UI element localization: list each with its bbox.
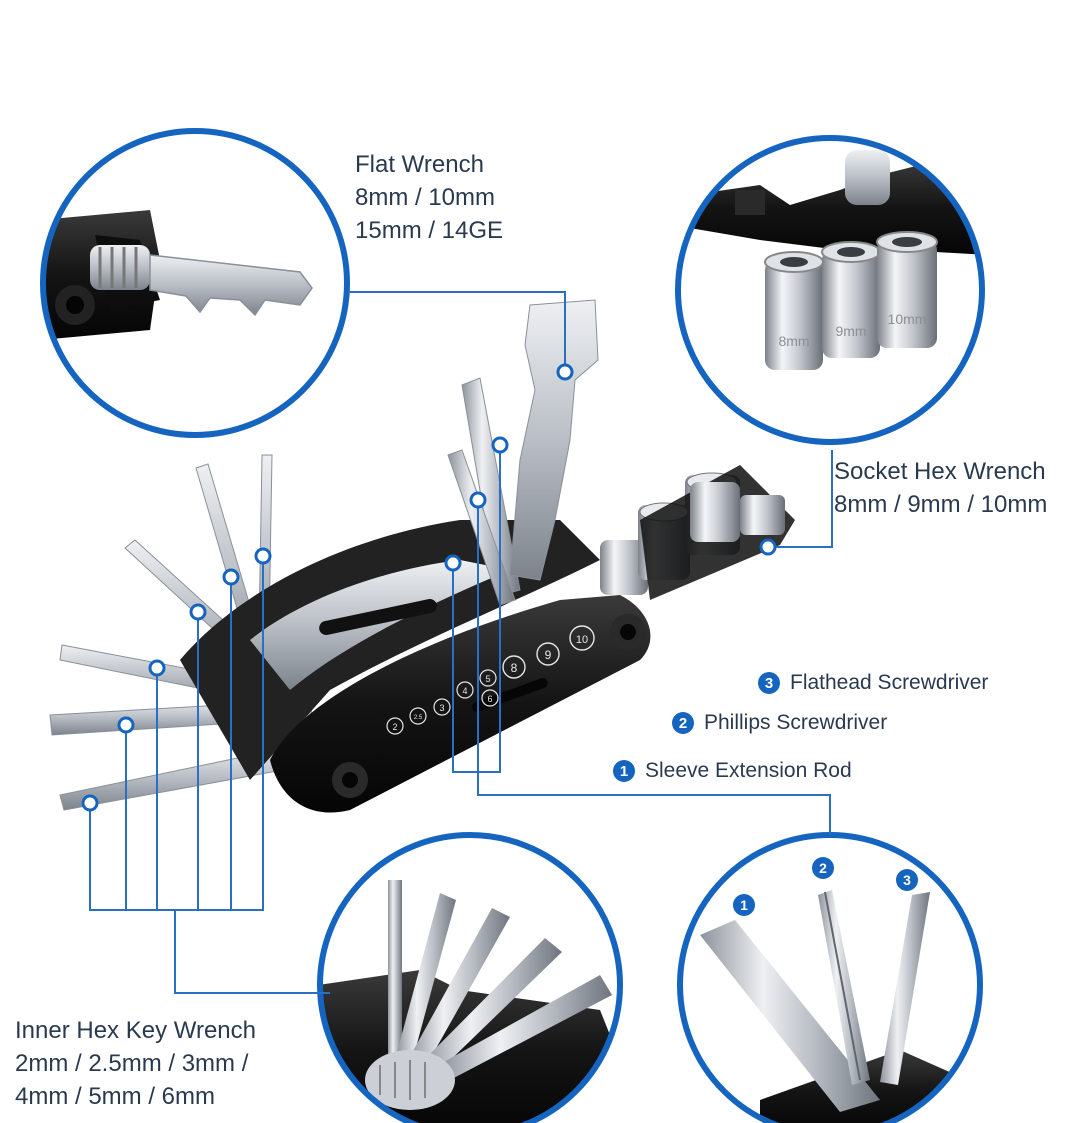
flathead-text: Flathead Screwdriver — [790, 671, 989, 694]
hex-key-4mm — [422, 938, 562, 1072]
marking-2: 2 — [386, 717, 404, 735]
socket-hex-title: Socket Hex Wrench — [834, 458, 1046, 485]
marking-4: 4 — [456, 681, 474, 699]
hex-key-detail — [317, 832, 623, 1123]
svg-text:5: 5 — [485, 674, 490, 684]
svg-text:3: 3 — [903, 872, 911, 888]
socket-detail: 8mm 9mm 10mm — [675, 135, 985, 445]
svg-text:8mm: 8mm — [778, 333, 809, 349]
phillips-label: 2 Phillips Screwdriver — [672, 711, 887, 735]
svg-text:8: 8 — [511, 661, 518, 675]
marking-3: 3 — [433, 698, 451, 716]
marking-5: 5 — [479, 669, 497, 687]
hex-key-5mm — [440, 975, 612, 1080]
number-badge-1: 1 — [613, 760, 635, 782]
detail-badge-3: 3 — [896, 869, 918, 891]
multi-tool: 2 2.5 3 4 5 6 8 9 10 — [49, 299, 795, 813]
marking-10: 10 — [569, 625, 595, 651]
svg-text:10mm: 10mm — [888, 311, 927, 327]
detail-badge-1: 1 — [733, 894, 755, 916]
socket-hex-sizes: 8mm / 9mm / 10mm — [834, 491, 1048, 518]
svg-text:3: 3 — [439, 703, 444, 713]
hex-key-sizes-1: 2mm / 2.5mm / 3mm / — [15, 1050, 249, 1077]
svg-text:6: 6 — [487, 694, 492, 704]
sleeve-text: Sleeve Extension Rod — [645, 759, 852, 782]
flat-wrench-label: Flat Wrench 8mm / 10mm 15mm / 14GE — [355, 148, 503, 247]
svg-text:9: 9 — [545, 648, 552, 662]
number-badge-3: 3 — [758, 672, 780, 694]
leader-lines — [89, 291, 833, 994]
sleeve-label: 1 Sleeve Extension Rod — [613, 759, 852, 783]
hex-key-3mm — [408, 908, 510, 1068]
socket-10mm: 10mm — [876, 231, 938, 348]
hex-key-2-5mm — [396, 893, 456, 1062]
svg-text:2: 2 — [819, 860, 827, 876]
flat-wrench-sizes-2: 15mm / 14GE — [355, 217, 504, 244]
svg-text:10: 10 — [576, 634, 588, 646]
socket-hex-label: Socket Hex Wrench 8mm / 9mm / 10mm — [834, 455, 1047, 521]
flat-wrench-sizes-1: 8mm / 10mm — [355, 184, 496, 211]
svg-text:1: 1 — [740, 897, 748, 913]
svg-text:2.5: 2.5 — [414, 715, 423, 721]
flat-wrench-title: Flat Wrench — [355, 151, 484, 178]
flathead-bit — [880, 892, 930, 1085]
marking-9: 9 — [536, 642, 560, 666]
hex-key-2mm — [388, 880, 402, 1060]
phillips-text: Phillips Screwdriver — [704, 711, 888, 734]
svg-text:9mm: 9mm — [835, 323, 866, 339]
hex-key-label: Inner Hex Key Wrench 2mm / 2.5mm / 3mm /… — [15, 1014, 256, 1113]
leader-dots — [81, 363, 777, 812]
flathead-label: 3 Flathead Screwdriver — [758, 671, 988, 695]
size-markings: 2 2.5 3 4 5 6 8 9 10 — [386, 625, 595, 735]
marking-8: 8 — [502, 655, 526, 679]
screwdriver-detail: 1 2 3 — [677, 832, 983, 1123]
socket-8mm: 8mm — [764, 251, 824, 370]
hex-key-title: Inner Hex Key Wrench — [15, 1017, 256, 1044]
number-badge-2: 2 — [672, 712, 694, 734]
marking-2-5: 2.5 — [409, 707, 427, 725]
flat-wrench-detail — [40, 128, 350, 438]
svg-text:2: 2 — [392, 722, 397, 732]
svg-text:4: 4 — [462, 686, 467, 696]
sleeve-rod — [700, 920, 880, 1112]
marking-6: 6 — [481, 689, 499, 707]
phillips-bit — [818, 890, 870, 1085]
hex-key-sizes-2: 4mm / 5mm / 6mm — [15, 1083, 216, 1110]
socket-9mm: 9mm — [821, 241, 881, 358]
detail-badge-2: 2 — [812, 857, 834, 879]
